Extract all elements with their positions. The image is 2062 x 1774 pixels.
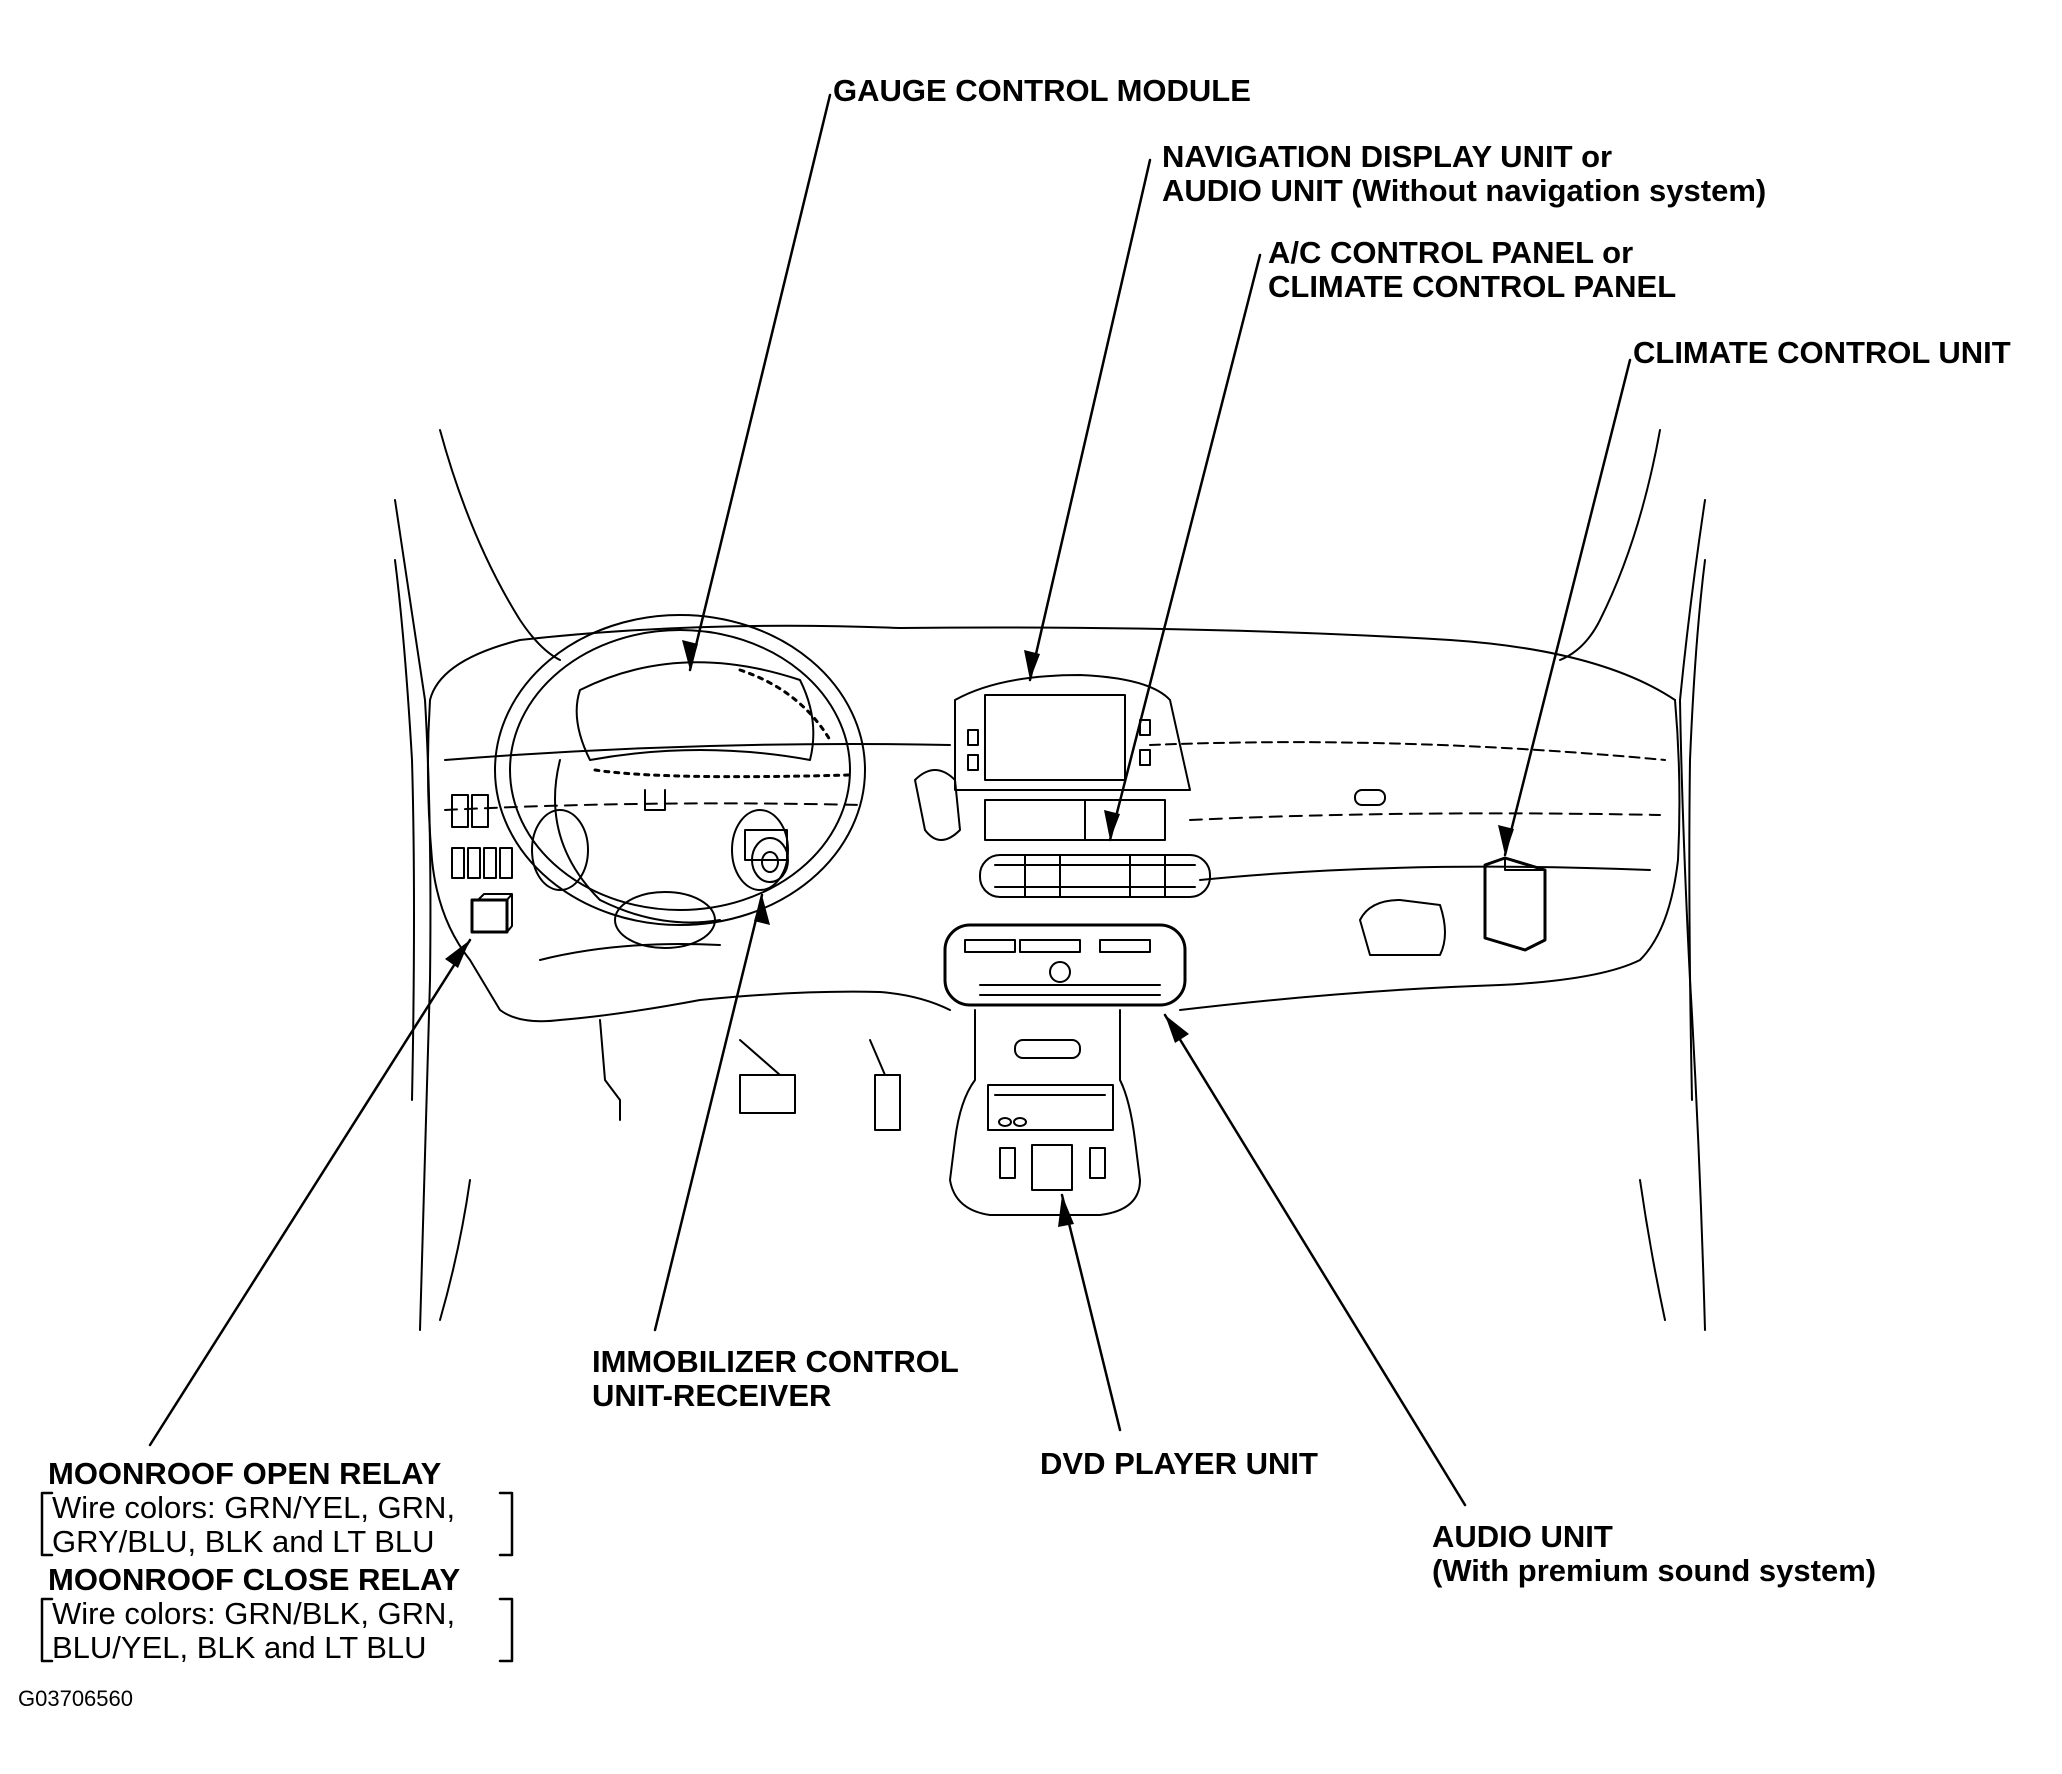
leader-audio-unit [1163, 1013, 1467, 1507]
left-switch-panel [451, 794, 513, 934]
arrow-audio-unit [1165, 1015, 1189, 1043]
label-moonroof-close-relay-text: MOONROOF CLOSE RELAY [48, 1562, 461, 1597]
moonroof-close-wire-colors-line1: Wire colors: GRN/BLK, GRN, [52, 1596, 456, 1631]
leader-ac-control-panel [1108, 253, 1262, 842]
bracket-close-right [498, 1597, 514, 1663]
label-dvd-player-unit-text: DVD PLAYER UNIT [1040, 1446, 1318, 1481]
climate-control-panel-drawing [979, 799, 1211, 898]
arrow-ac-control-panel [1104, 810, 1120, 840]
label-moonroof-open-relay-text: MOONROOF OPEN RELAY [48, 1456, 442, 1491]
label-climate-control-unit-text: CLIMATE CONTROL UNIT [1633, 335, 2011, 370]
label-climate-control-unit: CLIMATE CONTROL UNIT [1633, 336, 2011, 370]
arrow-climate-control-unit [1498, 825, 1514, 855]
moonroof-open-wire-colors-line1: Wire colors: GRN/YEL, GRN, [52, 1490, 456, 1525]
arrow-dvd-player [1058, 1195, 1074, 1227]
figure-code: G03706560 [18, 1686, 133, 1711]
leader-navigation-display [1028, 158, 1152, 682]
leader-moonroof-relay [148, 938, 472, 1447]
right-dash-details [1354, 789, 1446, 956]
arrow-navigation-display [1024, 650, 1040, 680]
label-audio-unit-premium-line2: (With premium sound system) [1432, 1553, 1877, 1588]
label-moonroof-close-relay: MOONROOF CLOSE RELAY [48, 1563, 460, 1597]
moonroof-open-wire-colors-line2: GRY/BLU, BLK and LT BLU [52, 1524, 435, 1559]
label-navigation-display: NAVIGATION DISPLAY UNIT or AUDIO UNIT (W… [1162, 140, 1766, 208]
label-ac-control-panel: A/C CONTROL PANEL or CLIMATE CONTROL PAN… [1268, 236, 1676, 304]
center-console [949, 1009, 1141, 1216]
leader-climate-control-unit [1503, 358, 1632, 857]
label-gauge-control-module: GAUGE CONTROL MODULE [833, 74, 1251, 108]
bracket-open-left [40, 1491, 54, 1557]
arrow-gauge-control-module [682, 640, 698, 670]
pillars-and-door-frames [394, 429, 1706, 1331]
audio-unit-drawing [943, 923, 1187, 1007]
arrow-immobilizer [754, 895, 770, 925]
dashboard-outline [426, 624, 1681, 1023]
label-immobilizer-line2: UNIT-RECEIVER [592, 1378, 832, 1413]
label-audio-unit-premium: AUDIO UNIT (With premium sound system) [1432, 1520, 1876, 1588]
pedals [599, 1019, 901, 1131]
climate-control-unit-drawing [1483, 856, 1547, 952]
bracket-open-right [498, 1491, 514, 1557]
moonroof-close-wire-colors: Wire colors: GRN/BLK, GRN, BLU/YEL, BLK … [52, 1597, 455, 1665]
arrowheads [445, 640, 1514, 1227]
label-navigation-display-line1: NAVIGATION DISPLAY UNIT or [1162, 139, 1613, 174]
leader-lines [148, 93, 1632, 1507]
moonroof-open-wire-colors: Wire colors: GRN/YEL, GRN, GRY/BLU, BLK … [52, 1491, 455, 1559]
label-dvd-player-unit: DVD PLAYER UNIT [1040, 1447, 1318, 1481]
navigation-display-drawing [914, 674, 1191, 841]
label-gauge-control-module-text: GAUGE CONTROL MODULE [833, 73, 1251, 108]
ignition-switch [744, 829, 789, 883]
steering-wheel [494, 614, 866, 949]
label-audio-unit-premium-line1: AUDIO UNIT [1432, 1519, 1613, 1554]
label-ac-control-panel-line2: CLIMATE CONTROL PANEL [1268, 269, 1677, 304]
label-immobilizer: IMMOBILIZER CONTROL UNIT-RECEIVER [592, 1345, 959, 1413]
leader-dvd-player [1060, 1193, 1122, 1432]
moonroof-close-wire-colors-line2: BLU/YEL, BLK and LT BLU [52, 1630, 427, 1665]
label-navigation-display-line2: AUDIO UNIT (Without navigation system) [1162, 173, 1767, 208]
leader-gauge-control-module [688, 93, 832, 672]
label-immobilizer-line1: IMMOBILIZER CONTROL [592, 1344, 959, 1379]
label-moonroof-open-relay: MOONROOF OPEN RELAY [48, 1457, 441, 1491]
wire-color-brackets [40, 1491, 514, 1663]
label-ac-control-panel-line1: A/C CONTROL PANEL or [1268, 235, 1634, 270]
arrow-moonroof-relay [445, 940, 470, 968]
bracket-close-left [40, 1597, 54, 1663]
leader-immobilizer [653, 893, 764, 1332]
